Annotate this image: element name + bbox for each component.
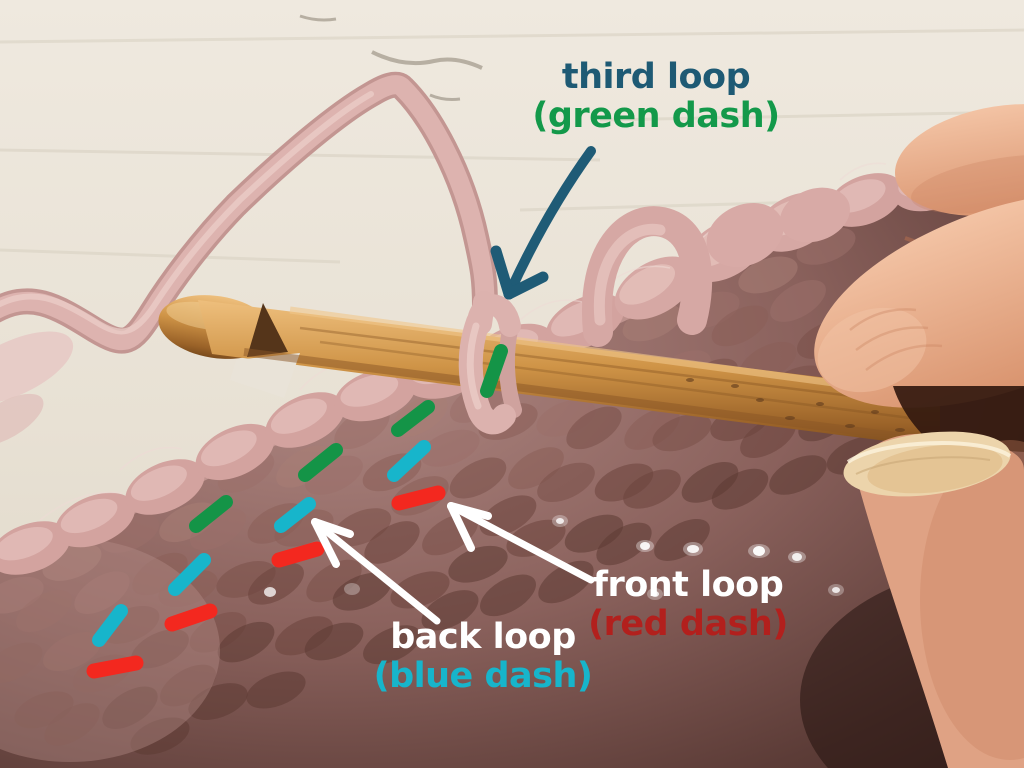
upper-fingertip: [894, 104, 1024, 216]
fabric-light-patch: [0, 538, 220, 762]
back-loop-blue-dashes: [92, 440, 431, 647]
hook-notch: [247, 303, 288, 357]
fingerprint-ridges: [849, 308, 943, 371]
yarn-strand: [0, 71, 498, 354]
hand: [814, 104, 1024, 768]
thumb: [856, 433, 1024, 768]
yarn-loop-on-hook: [458, 291, 522, 435]
third-loop-arrow: [490, 146, 596, 300]
front-loop-arrow: [447, 502, 595, 584]
stitch-highlights: [264, 515, 844, 600]
wood-speckles: [686, 378, 905, 432]
loop-marker-dashes: [86, 344, 508, 679]
hook-shaft: [198, 300, 940, 448]
crochet-hook: [158, 295, 940, 448]
blurred-yarn-left: [0, 331, 74, 447]
wood-crack-marks: [299, 14, 483, 101]
pointer-arrows: [311, 146, 596, 625]
front-loop-red-dashes: [86, 485, 446, 679]
third-loop-green-dashes: [189, 344, 508, 533]
yarn-arch-loop: [581, 187, 850, 347]
back-loop-arrow: [311, 518, 441, 625]
